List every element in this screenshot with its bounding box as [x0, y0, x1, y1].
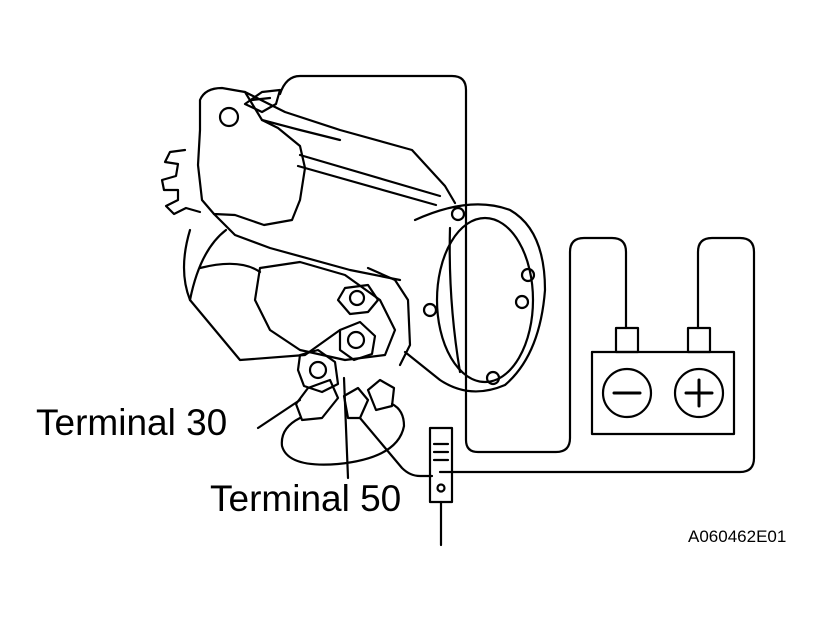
- positive-terminal-circle: [673, 367, 725, 419]
- clip-drive-end: [243, 88, 282, 114]
- end-frame-bolt-1: [450, 206, 466, 222]
- starter-motor: [160, 86, 547, 394]
- through-bolt: [296, 153, 442, 207]
- battery-neg-post: [614, 326, 640, 354]
- switch-button: [436, 483, 446, 493]
- end-frame-face: [435, 216, 535, 384]
- battery-case: [590, 350, 736, 436]
- end-frame-bolt-2: [520, 267, 536, 283]
- negative-terminal-circle: [601, 367, 653, 419]
- drive-housing: [196, 86, 307, 227]
- end-frame-bolt-3: [514, 294, 530, 310]
- end-frame: [403, 203, 547, 393]
- wire-terminal-50: [358, 416, 434, 478]
- leader-terminal-50: [342, 376, 350, 480]
- pinion-gear: [160, 148, 202, 216]
- clip-terminal-50: [342, 386, 370, 420]
- terminal-50-label: Terminal 50: [210, 478, 402, 519]
- clips: [243, 88, 396, 422]
- push-switch: [428, 426, 454, 547]
- magnetic-switch: [253, 260, 397, 362]
- clip-body: [366, 378, 396, 412]
- terminal-30-stud: [296, 348, 340, 394]
- figure-code: A060462E01: [688, 527, 787, 546]
- terminal-c: [336, 283, 380, 316]
- terminal-30-label: Terminal 30: [36, 402, 228, 443]
- wire-jumper-loop: [280, 402, 406, 466]
- clip-terminal-30: [294, 378, 340, 422]
- wiring: [278, 74, 756, 478]
- housing-bolt-hole: [218, 106, 240, 128]
- terminal-50-stud: [338, 320, 377, 362]
- leader-terminal-30: [256, 398, 302, 430]
- battery-pos-post: [686, 326, 712, 354]
- battery: [590, 326, 736, 436]
- wire-negative: [278, 74, 628, 454]
- end-frame-bolt-5: [485, 370, 501, 386]
- end-frame-bolt-4: [422, 302, 438, 318]
- yoke-body: [182, 228, 342, 362]
- wire-positive: [438, 236, 756, 474]
